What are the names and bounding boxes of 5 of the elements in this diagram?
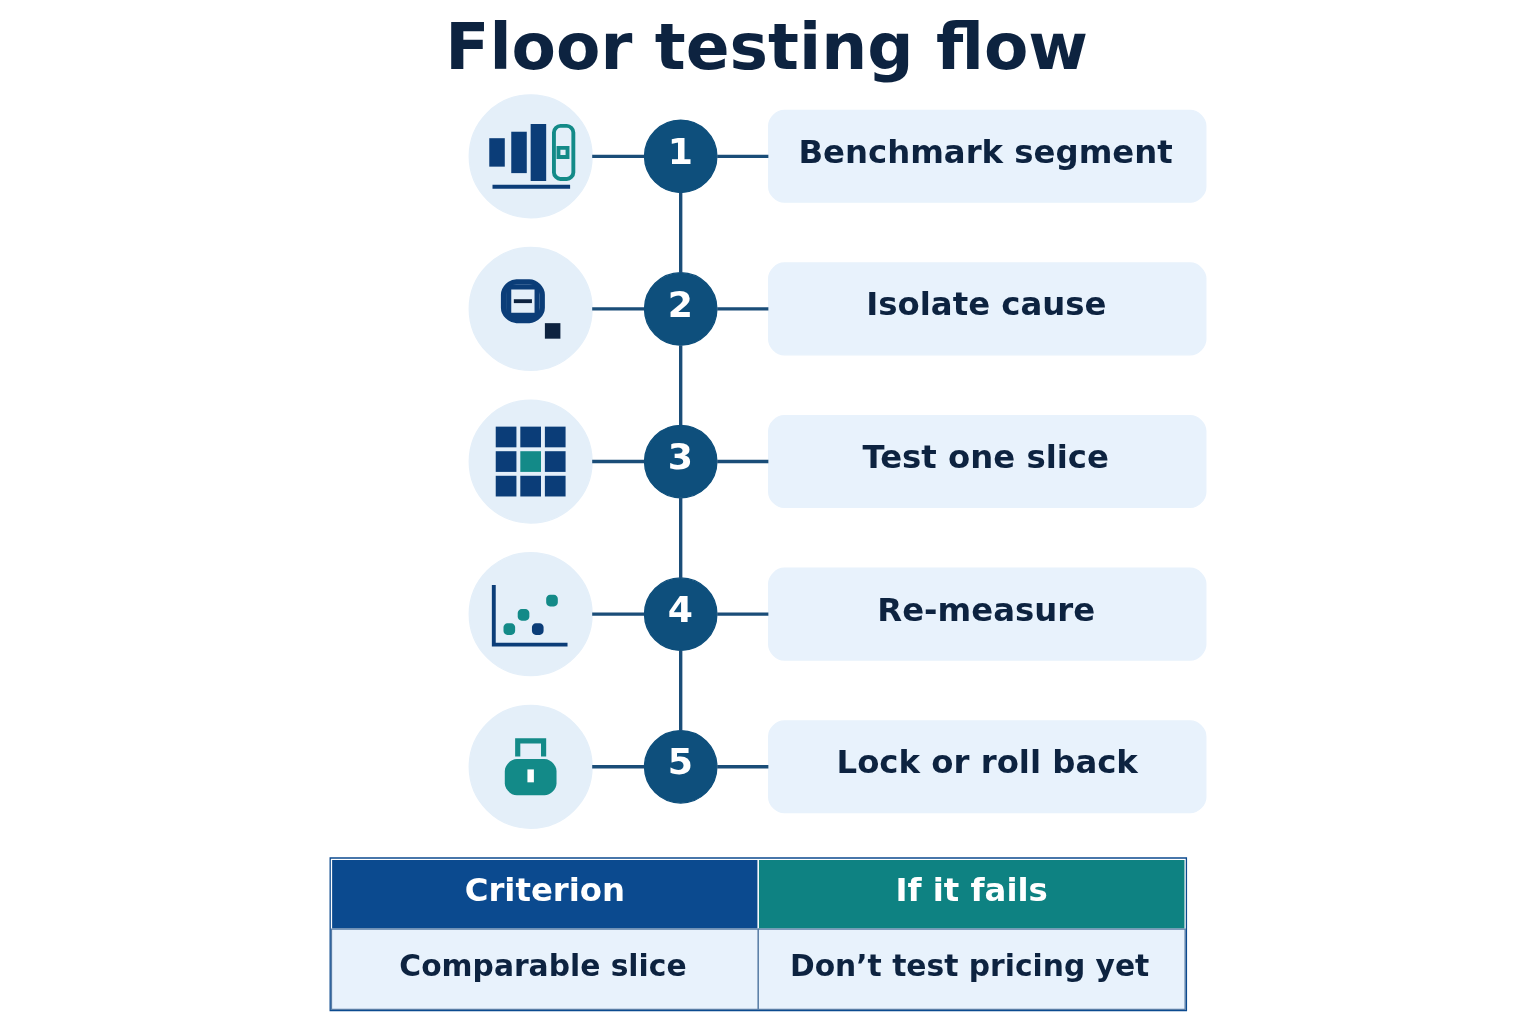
- label: If it fails: [895, 870, 1048, 909]
- diagram-title: Floor testing flow: [445, 9, 1089, 84]
- label: Don’t test pricing yet: [789, 947, 1150, 983]
- label: Comparable slice: [399, 947, 687, 983]
- label: Criterion: [464, 870, 626, 909]
